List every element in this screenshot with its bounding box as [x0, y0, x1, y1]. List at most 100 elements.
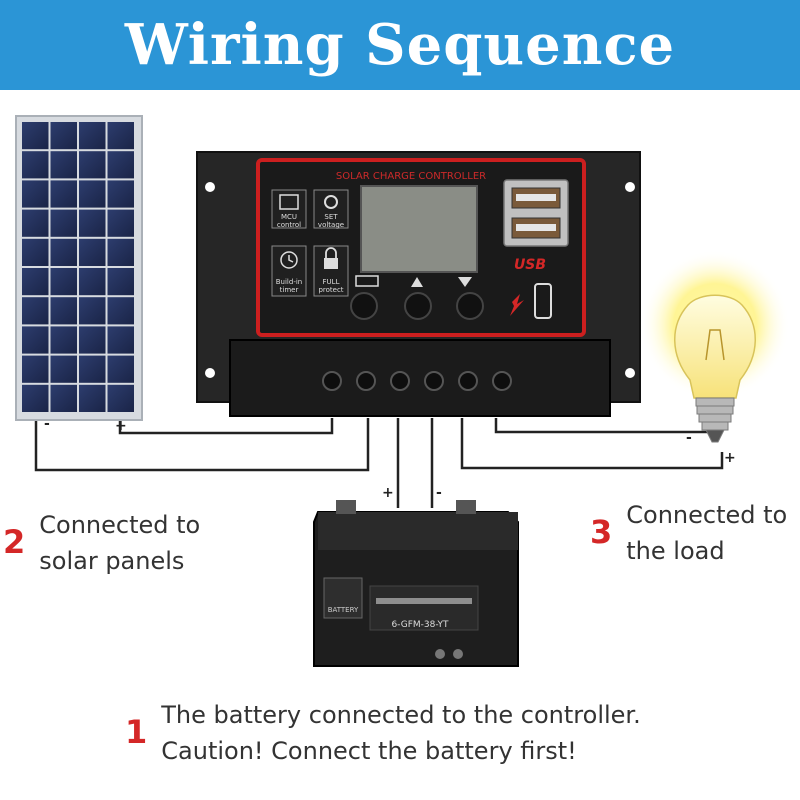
svg-text:protect: protect — [318, 286, 343, 294]
solar-cell — [79, 209, 106, 237]
wires — [34, 418, 724, 508]
terminal-screw — [322, 371, 342, 391]
solar-cell — [79, 326, 106, 354]
solar-cell — [22, 180, 49, 208]
mount-hole-tl — [205, 182, 215, 192]
solar-cell — [50, 180, 77, 208]
solar-cell — [79, 297, 106, 325]
phone-icon — [534, 283, 552, 319]
solar-cell — [107, 209, 134, 237]
step-2-line-2: solar panels — [39, 547, 185, 575]
solar-cell — [22, 326, 49, 354]
solar-cell — [50, 268, 77, 296]
terminal-screw — [458, 371, 478, 391]
solar-cell — [50, 238, 77, 266]
wiring-diagram: SOLAR CHARGE CONTROLLER MCU control SET … — [15, 115, 790, 667]
solar-cell — [79, 122, 106, 150]
light-bulb — [640, 250, 790, 443]
solar-cell — [107, 326, 134, 354]
controller-panel-title: SOLAR CHARGE CONTROLLER — [336, 171, 486, 182]
solar-cell — [107, 384, 134, 412]
solar-cell — [50, 384, 77, 412]
solar-cell — [50, 326, 77, 354]
terminal-screw — [390, 371, 410, 391]
solar-cell — [22, 238, 49, 266]
solar-cell — [79, 180, 106, 208]
step-1: 1 The battery connected to the controlle… — [125, 697, 641, 769]
step-1-line-1: The battery connected to the controller. — [161, 701, 641, 729]
controller-button-up — [404, 292, 432, 320]
solar-cell — [22, 384, 49, 412]
wire-panel-negative — [34, 418, 370, 472]
solar-cell — [22, 151, 49, 179]
solar-cell — [107, 355, 134, 383]
usb-label: USB — [514, 257, 546, 273]
step-3-number: 3 — [590, 513, 613, 551]
page-title: Wiring Sequence — [124, 12, 676, 78]
solar-cell — [79, 151, 106, 179]
solar-cell — [79, 238, 106, 266]
solar-cell — [50, 209, 77, 237]
step-2-line-1: Connected to — [39, 511, 201, 539]
solar-cell — [107, 151, 134, 179]
svg-text:MCU: MCU — [281, 213, 297, 221]
panel-plus-label: + — [115, 418, 127, 434]
step-1-line-2: Caution! Connect the battery first! — [161, 737, 577, 765]
build-in-timer-icon: Build-in timer — [271, 245, 307, 297]
battery-label-plate — [369, 585, 479, 631]
battery-plus-label: + — [382, 485, 394, 501]
bulb-base — [695, 397, 735, 443]
step-2-number: 2 — [3, 523, 26, 561]
mount-hole-bl — [205, 368, 215, 378]
terminal-screw — [356, 371, 376, 391]
indicator-icons — [355, 275, 472, 287]
solar-cell — [107, 238, 134, 266]
step-1-text: The battery connected to the controller.… — [161, 697, 640, 769]
solar-cell — [79, 355, 106, 383]
mount-hole-tr — [625, 182, 635, 192]
wire-load-negative — [494, 418, 712, 434]
solar-cell — [22, 122, 49, 150]
load-minus-label: - — [686, 430, 692, 446]
solar-cell — [107, 180, 134, 208]
lcd-display — [360, 185, 478, 273]
full-protect-icon: FULL protect — [313, 245, 349, 297]
svg-text:SET: SET — [324, 213, 338, 221]
solar-cell — [107, 122, 134, 150]
step-2-text: Connected to solar panels — [39, 507, 200, 579]
wire-load-positive — [460, 418, 724, 470]
title-banner: Wiring Sequence — [0, 0, 800, 90]
solar-cell — [107, 268, 134, 296]
solar-cell — [22, 268, 49, 296]
step-2: 2 Connected to solar panels — [3, 507, 200, 579]
charging-bolt-icon — [510, 294, 524, 316]
svg-text:voltage: voltage — [318, 221, 344, 229]
solar-cell — [50, 297, 77, 325]
solar-cell — [107, 297, 134, 325]
step-3-line-2: the load — [626, 537, 725, 565]
battery-brand-plate — [323, 577, 363, 619]
solar-cell — [50, 355, 77, 383]
solar-cell — [50, 122, 77, 150]
battery-minus-label: - — [436, 485, 442, 501]
solar-cell — [22, 355, 49, 383]
polarity-labels: - + + - - + — [44, 416, 736, 501]
svg-text:control: control — [277, 221, 301, 229]
mount-hole-br — [625, 368, 635, 378]
battery-brand: BATTERY — [328, 606, 359, 614]
terminal-block — [229, 339, 611, 417]
battery-model: 6-GFM-38-YT — [391, 620, 449, 630]
load-plus-label: + — [724, 450, 736, 466]
step-3: 3 Connected to the load — [590, 497, 787, 569]
step-3-text: Connected to the load — [626, 497, 787, 569]
svg-text:Build-in: Build-in — [276, 278, 302, 286]
solar-cell — [79, 268, 106, 296]
mcu-control-icon: MCU control — [271, 189, 307, 229]
solar-cell — [22, 209, 49, 237]
panel-minus-label: - — [44, 416, 50, 432]
solar-panel — [15, 115, 143, 421]
terminal-screw — [492, 371, 512, 391]
usb-ports — [503, 179, 569, 247]
solar-cell — [79, 384, 106, 412]
step-1-number: 1 — [125, 713, 148, 751]
